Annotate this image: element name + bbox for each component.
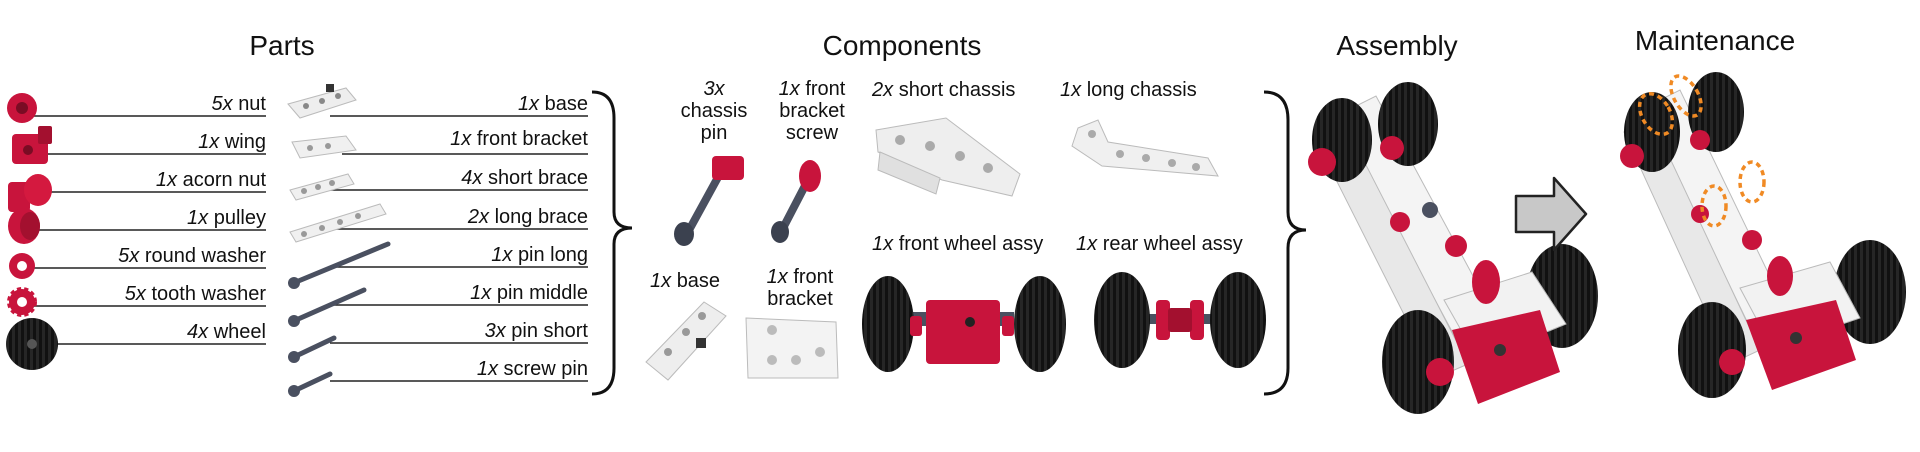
pulley-icon xyxy=(8,208,40,244)
screw-pin-icon xyxy=(288,371,333,397)
part-label-round-washer: 5x round washer xyxy=(118,245,266,267)
part-label-base: 1x base xyxy=(517,93,588,115)
rear-wheel-assy-icon xyxy=(1094,272,1266,368)
maintenance-highlight-marks xyxy=(1637,74,1766,228)
part-label-short-brace: 4x short brace xyxy=(461,167,588,189)
arrow-to-maintenance-icon xyxy=(1514,176,1588,252)
pin-long-icon xyxy=(288,241,391,289)
part-label-pin-short: 3x pin short xyxy=(484,320,588,342)
chassis-pin-icon xyxy=(674,156,744,246)
nut-icon xyxy=(7,93,37,123)
front-bracket-icon xyxy=(291,135,357,159)
short-chassis-icon xyxy=(875,117,1021,197)
component-label-rear-wheel-assy: 1x rear wheel assy xyxy=(1076,233,1243,255)
component-label-front-bracket-screw: 1x front bracket screw xyxy=(778,78,846,144)
heading-maintenance: Maintenance xyxy=(1634,25,1796,56)
round-washer-icon xyxy=(9,253,35,279)
part-label-screw-pin: 1x screw pin xyxy=(476,358,588,380)
part-underlines-left xyxy=(22,115,266,345)
acorn-nut-icon xyxy=(8,174,52,212)
pin-middle-icon xyxy=(288,287,367,327)
wing-icon xyxy=(12,126,52,164)
part-label-pulley: 1x pulley xyxy=(187,207,266,229)
part-label-long-brace: 2x long brace xyxy=(467,206,588,228)
heading-assembly: Assembly xyxy=(1336,30,1458,61)
part-label-nut: 5x nut xyxy=(211,93,267,115)
part-label-front-bracket: 1x front bracket xyxy=(450,128,588,150)
pin-short-icon xyxy=(288,335,337,363)
front-wheel-assy-icon xyxy=(862,276,1066,372)
component-label-short-chassis: 2x short chassis xyxy=(872,79,1016,101)
part-label-pin-middle: 1x pin middle xyxy=(470,282,588,304)
short-brace-icon xyxy=(289,173,355,201)
component-front-bracket-icon xyxy=(745,317,839,379)
component-label-long-chassis: 1x long chassis xyxy=(1060,79,1197,101)
wheel-icon xyxy=(6,318,58,370)
part-label-pin-long: 1x pin long xyxy=(491,244,588,266)
part-label-acorn-nut: 1x acorn nut xyxy=(155,169,266,191)
component-label-front-wheel-assy: 1x front wheel assy xyxy=(872,233,1044,255)
long-brace-icon xyxy=(289,203,387,243)
component-label-front-bracket: 1x front bracket xyxy=(766,266,834,310)
assembly-illustration xyxy=(1308,82,1598,414)
front-bracket-screw-icon xyxy=(771,160,821,243)
maintenance-illustration xyxy=(1620,72,1906,398)
brace-components-to-assembly xyxy=(1263,90,1307,396)
tooth-washer-icon xyxy=(7,287,37,317)
component-label-chassis-pin: 3x chassis pin xyxy=(680,78,748,144)
part-label-tooth-washer: 5x tooth washer xyxy=(124,283,266,305)
heading-parts: Parts xyxy=(249,30,315,61)
long-chassis-icon xyxy=(1071,119,1219,177)
component-base-icon xyxy=(645,301,727,381)
part-label-wheel: 4x wheel xyxy=(187,321,266,343)
part-label-wing: 1x wing xyxy=(198,131,266,153)
part-underlines-right xyxy=(330,115,588,382)
brace-parts-to-components xyxy=(591,90,633,396)
heading-components: Components xyxy=(822,30,982,61)
base-icon xyxy=(287,84,357,119)
component-label-base: 1x base xyxy=(650,270,721,292)
